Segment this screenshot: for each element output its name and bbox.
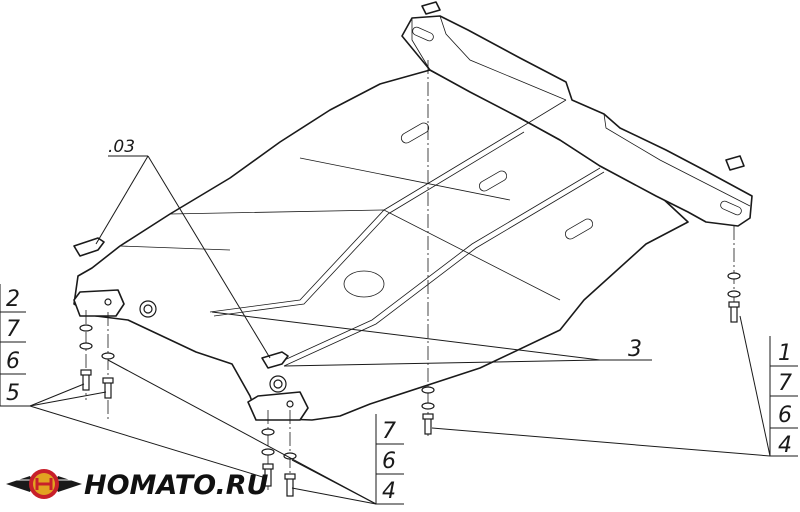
callout-left-item: 2	[6, 287, 20, 312]
callout-left-item: 6	[6, 349, 20, 374]
callout-left-item: 5	[6, 381, 20, 406]
hardware-stack-bottom	[261, 428, 297, 497]
callout-part-03: .03	[108, 137, 135, 157]
homato-logo: HOMATO.RU	[6, 469, 269, 501]
logo-text: HOMATO.RU	[84, 470, 269, 501]
hardware-stack-right	[727, 272, 741, 323]
callout-right-item: 1	[778, 341, 792, 366]
callout-right-item: 6	[778, 403, 792, 428]
callout-bottom-item: 4	[382, 479, 396, 504]
hardware-stack-center	[421, 386, 435, 435]
callout-left-item: 7	[6, 317, 20, 342]
leader-lines	[0, 155, 798, 505]
callout-labels: .03 3 2 7 6 5 7 6 4 1 7 6 4	[6, 137, 792, 504]
skid-plate	[73, 1, 753, 421]
callout-right-item: 7	[778, 371, 792, 396]
callout-bottom-item: 7	[382, 419, 396, 444]
callout-right-item: 4	[778, 433, 792, 458]
callout-bottom-item: 6	[382, 449, 396, 474]
hardware-stack-left	[79, 324, 115, 399]
callout-part-3: 3	[628, 337, 642, 362]
